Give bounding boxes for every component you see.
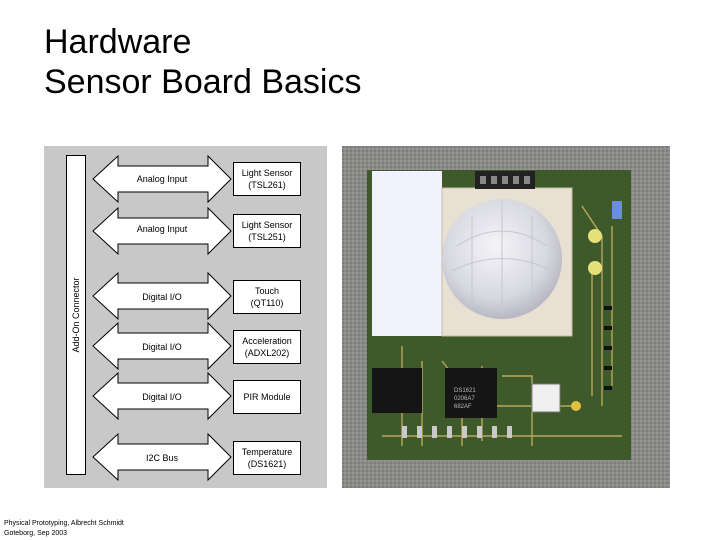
sensor-name: Touch [254, 286, 280, 296]
signal-label: Digital I/O [142, 392, 182, 402]
footer-line-1: Physical Prototyping, Albrecht Schmidt [4, 520, 124, 527]
resistors [604, 306, 612, 390]
blue-component [612, 201, 622, 219]
light-sensor-led-1 [588, 229, 602, 243]
sensor-part: (TSL261) [248, 180, 286, 190]
chip-touch [372, 368, 422, 413]
sensor-name: Temperature [241, 447, 293, 457]
sensor-part: (QT110) [250, 298, 284, 308]
sensor-part: (DS1621) [247, 459, 287, 469]
signal-label: Analog Input [136, 224, 188, 234]
chip-label: DS1621 [454, 388, 476, 394]
sensor-name: Light Sensor [241, 220, 293, 230]
title-line-2: Sensor Board Basics [44, 63, 362, 101]
sensor-box: Light Sensor (TSL251) [233, 214, 301, 248]
sensor-board-photo: DS1621 0206A7 682AF [342, 146, 670, 488]
sensor-part: (TSL251) [248, 232, 286, 242]
footer-line-2: Goteborg, Sep 2003 [4, 530, 68, 537]
chip-ds1621 [445, 368, 497, 418]
arrow-row-1 [92, 154, 232, 204]
sensor-box: Touch (QT110) [233, 280, 301, 314]
title-line-1: Hardware [44, 23, 192, 61]
arrow-row-2 [92, 206, 232, 256]
accelerometer [531, 383, 561, 413]
signal-label: Analog Input [136, 174, 188, 184]
sensor-name: Acceleration [242, 336, 292, 346]
arrow-row-6 [92, 432, 232, 482]
sensor-box: PIR Module [233, 380, 301, 414]
block-diagram-background [44, 146, 327, 488]
chip-label: 682AF [454, 404, 472, 410]
signal-label: Digital I/O [142, 292, 182, 302]
sensor-part: (ADXL202) [244, 348, 290, 358]
signal-label: Digital I/O [142, 342, 182, 352]
sensor-name: PIR Module [243, 392, 291, 402]
sensor-box: Light Sensor (TSL261) [233, 162, 301, 196]
header-pins [402, 426, 512, 438]
sensor-name: Light Sensor [241, 168, 293, 178]
sensor-box: Temperature (DS1621) [233, 441, 301, 475]
connector-label: Add-On Connector [71, 277, 81, 353]
chip-label: 0206A7 [454, 396, 475, 402]
sensor-box: Acceleration (ADXL202) [233, 330, 301, 364]
capacitor [571, 401, 581, 411]
arrow-row-4 [92, 321, 232, 371]
light-sensor-window [372, 171, 442, 336]
add-on-connector-bar [66, 155, 86, 475]
footer-credit: Physical Prototyping, Albrecht Schmidt G… [4, 519, 124, 539]
slide-title: Hardware Sensor Board Basics [44, 22, 362, 102]
arrow-row-3 [92, 271, 232, 321]
light-sensor-led-2 [588, 261, 602, 275]
arrow-row-5 [92, 371, 232, 421]
signal-label: I2C Bus [145, 453, 179, 463]
